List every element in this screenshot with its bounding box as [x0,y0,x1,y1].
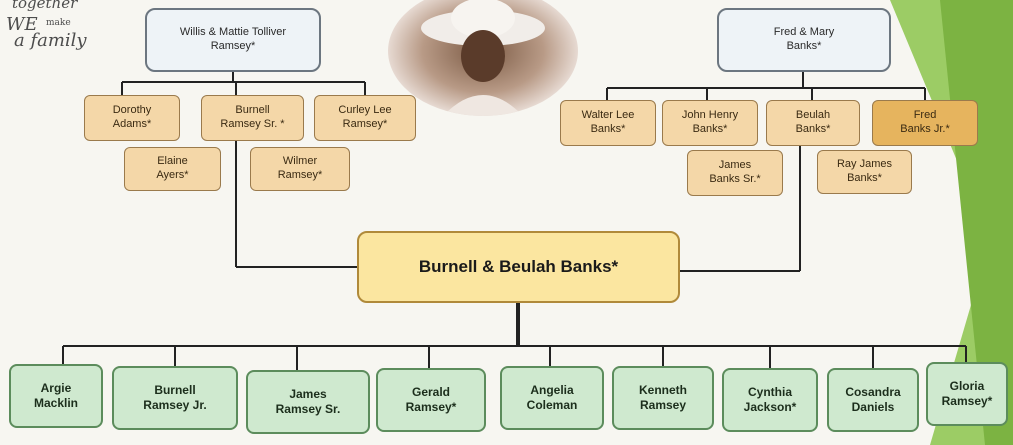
logo-text-line1: together [12,0,78,12]
parents-ramsey-label: Willis & Mattie Tolliver Ramsey* [179,26,287,52]
sibling-wilmer-ramsey: Wilmer Ramsey* [250,147,350,191]
child-argie-macklin: Argie Macklin [9,364,103,428]
sibling-label: Dorothy Adams* [112,104,152,130]
sibling-dorothy-adams: Dorothy Adams* [84,95,180,141]
child-cosandra-daniels: Cosandra Daniels [827,368,919,432]
sibling-label: Burnell Ramsey Sr. * [220,104,285,130]
sibling-burnell-ramsey-sr: Burnell Ramsey Sr. * [201,95,304,141]
child-angelia-coleman: Angelia Coleman [500,366,604,430]
sibling-james-banks-sr: James Banks Sr.* [687,150,783,196]
sibling-label: Walter Lee Banks* [581,109,635,135]
child-label: Kenneth Ramsey [639,383,687,412]
portrait-photo [388,0,578,116]
logo-text-line2: WE [6,14,38,35]
family-logo: together WE make a family [2,0,110,70]
child-burnell-ramsey-jr: Burnell Ramsey Jr. [112,366,238,430]
logo-text-line3: make [46,18,71,28]
child-label: Argie Macklin [33,381,78,410]
sibling-label: Elaine Ayers* [156,155,189,181]
logo-text-line4: a family [14,30,87,51]
child-label: Gerald Ramsey* [405,385,457,414]
child-label: Angelia Coleman [526,383,578,412]
parents-banks: Fred & Mary Banks* [717,8,891,72]
sibling-label: Fred Banks Jr.* [900,109,950,135]
sibling-walter-lee-banks: Walter Lee Banks* [560,100,656,146]
sibling-john-henry-banks: John Henry Banks* [662,100,758,146]
sibling-ray-james-banks: Ray James Banks* [817,150,912,194]
sibling-fred-banks-jr: Fred Banks Jr.* [872,100,978,146]
sibling-beulah-banks: Beulah Banks* [766,100,860,146]
sibling-label: Ray James Banks* [836,158,893,184]
couple-label: Burnell & Beulah Banks* [418,257,619,277]
parents-ramsey: Willis & Mattie Tolliver Ramsey* [145,8,321,72]
sibling-label: Wilmer Ramsey* [277,155,323,181]
child-label: Cosandra Daniels [845,385,901,414]
sibling-label: Curley Lee Ramsey* [338,104,392,130]
parents-banks-label: Fred & Mary Banks* [773,26,835,52]
sibling-label: Beulah Banks* [795,109,831,135]
child-james-ramsey-sr: James Ramsey Sr. [246,370,370,434]
child-cynthia-jackson: Cynthia Jackson* [722,368,818,432]
sibling-label: James Banks Sr.* [709,159,761,185]
sibling-elaine-ayers: Elaine Ayers* [124,147,221,191]
child-label: Cynthia Jackson* [743,385,797,414]
child-label: Burnell Ramsey Jr. [143,383,207,412]
sibling-curley-lee-ramsey: Curley Lee Ramsey* [314,95,416,141]
child-gerald-ramsey: Gerald Ramsey* [376,368,486,432]
couple-burnell-beulah-banks: Burnell & Beulah Banks* [357,231,680,303]
child-gloria-ramsey: Gloria Ramsey* [926,362,1008,426]
sibling-label: John Henry Banks* [681,109,739,135]
child-kenneth-ramsey: Kenneth Ramsey [612,366,714,430]
child-label: Gloria Ramsey* [941,379,993,408]
child-label: James Ramsey Sr. [275,387,341,416]
